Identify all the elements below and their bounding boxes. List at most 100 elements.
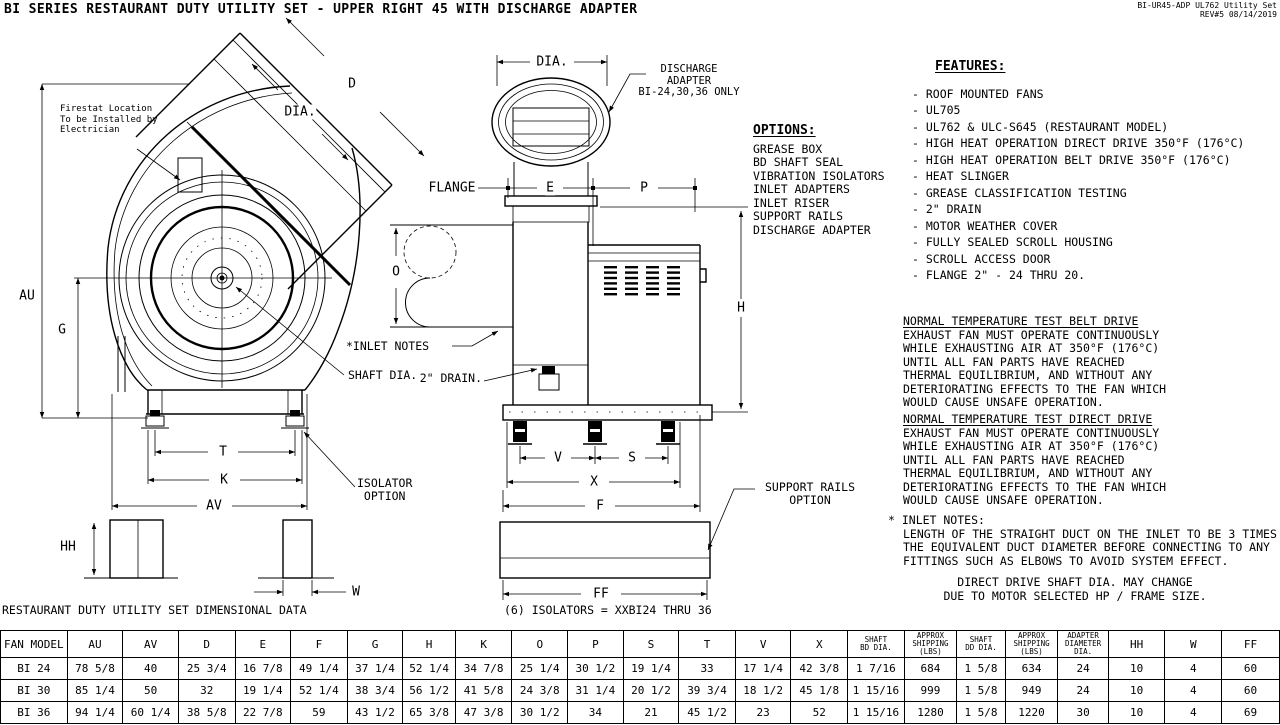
dimension-cell: 60: [1221, 657, 1280, 680]
option-item: SUPPORT RAILS: [753, 209, 844, 224]
dim-label-v: V: [553, 450, 563, 466]
left-view-caption: RESTAURANT DUTY UTILITY SET DIMENSIONAL …: [2, 603, 307, 617]
features-section: FEATURES: ROOF MOUNTED FANS UL705 UL762 …: [912, 59, 1245, 284]
column-header: W: [1164, 630, 1223, 658]
dimension-cell: 60 1/4: [122, 701, 179, 724]
dim-label-av: AV: [205, 498, 223, 514]
dim-label-g: G: [57, 322, 67, 338]
options-section: OPTIONS: GREASE BOX BD SHAFT SEAL VIBRAT…: [753, 124, 885, 238]
dimension-cell: 30: [1057, 701, 1109, 724]
dimension-cell: 49 1/4: [290, 657, 348, 680]
options-list: GREASE BOX BD SHAFT SEAL VIBRATION ISOLA…: [753, 142, 885, 238]
dimension-cell: 22 7/8: [234, 701, 292, 724]
dimension-cell: 30 1/2: [567, 657, 624, 680]
column-header: S: [622, 630, 680, 658]
dim-label-f: F: [595, 498, 605, 514]
dimension-cell: 1 7/16: [847, 657, 905, 680]
dimension-cell: 50: [122, 679, 179, 702]
column-header: T: [678, 630, 736, 658]
option-item: DISCHARGE ADAPTER: [753, 223, 871, 238]
belt-drive-test-body: EXHAUST FAN MUST OPERATE CONTINUOUSLY WH…: [903, 327, 1167, 409]
dimension-cell: 1 5/8: [956, 701, 1006, 724]
dimension-cell: 24 3/8: [511, 679, 569, 702]
dimension-cell: 16 7/8: [234, 657, 292, 680]
column-header: D: [177, 630, 236, 658]
feature-item: HIGH HEAT OPERATION DIRECT DRIVE 350°F (…: [912, 135, 1245, 152]
feature-item: 2" DRAIN: [912, 201, 1244, 218]
shaft-dia-label: SHAFT DIA.: [348, 368, 418, 382]
dim-label-au: AU: [18, 288, 36, 304]
feature-item: UL762 & ULC-S645 (RESTAURANT MODEL): [912, 119, 1244, 136]
dimension-cell: 20 1/2: [622, 679, 680, 702]
column-header: X: [790, 630, 849, 658]
dimension-cell: 10: [1107, 679, 1166, 702]
dimension-cell: 38 5/8: [177, 701, 236, 724]
dimension-cell: 34 7/8: [454, 657, 513, 680]
isolators-note: (6) ISOLATORS = XXBI24 THRU 36: [504, 603, 712, 617]
discharge-adapter-label: DISCHARGE ADAPTER BI-24,30,36 ONLY: [638, 63, 740, 98]
dimension-cell: 19 1/4: [622, 657, 680, 680]
dimension-cell: 1220: [1004, 701, 1059, 724]
column-header: FAN MODEL: [0, 630, 68, 658]
fan-model-cell: BI 30: [0, 679, 68, 702]
dimension-cell: 59: [290, 701, 348, 724]
dim-label-d: D: [347, 76, 357, 92]
direct-drive-test-body: EXHAUST FAN MUST OPERATE CONTINUOUSLY WH…: [903, 425, 1167, 507]
dimension-cell: 23: [734, 701, 792, 724]
fan-model-cell: BI 24: [0, 657, 68, 680]
dimension-cell: 47 3/8: [454, 701, 513, 724]
column-header: H: [402, 630, 456, 658]
dim-label-h: H: [736, 300, 746, 316]
dim-label-hh: HH: [59, 539, 77, 555]
dimension-cell: 10: [1107, 657, 1166, 680]
dimension-cell: 31 1/4: [567, 679, 624, 702]
dimension-cell: 78 5/8: [66, 657, 124, 680]
dimension-cell: 60: [1221, 679, 1280, 702]
dimension-cell: 24: [1057, 657, 1109, 680]
option-item: BD SHAFT SEAL: [753, 155, 844, 170]
dimension-cell: 56 1/2: [402, 679, 456, 702]
option-item: INLET RISER: [753, 195, 830, 210]
belt-drive-test-note: NORMAL TEMPERATURE TEST BELT DRIVE EXHAU…: [903, 314, 1167, 410]
dimension-cell: 4: [1164, 657, 1223, 680]
dimension-cell: 10: [1107, 701, 1166, 724]
inlet-notes-ref: *INLET NOTES: [346, 339, 430, 353]
dim-label-t: T: [218, 444, 228, 460]
dimension-cell: 32: [177, 679, 236, 702]
isolator-option-label: ISOLATOR OPTION: [357, 476, 413, 503]
dimension-cell: 1 5/8: [956, 679, 1006, 702]
feature-item: HEAT SLINGER: [912, 168, 1244, 185]
dimension-cell: 17 1/4: [734, 657, 792, 680]
direct-drive-test-note: NORMAL TEMPERATURE TEST DIRECT DRIVE EXH…: [903, 412, 1167, 508]
column-header: SHAFT BD DIA.: [847, 630, 905, 658]
dimension-cell: 4: [1164, 701, 1223, 724]
side-view-fan: [39, 17, 425, 596]
dimension-cell: 19 1/4: [234, 679, 292, 702]
dimension-cell: 52 1/4: [290, 679, 348, 702]
column-header: AV: [122, 630, 179, 658]
dimension-cell: 1 15/16: [847, 701, 905, 724]
dimension-cell: 85 1/4: [66, 679, 124, 702]
dimension-cell: 42 3/8: [790, 657, 849, 680]
dimension-cell: 40: [122, 657, 179, 680]
dimension-cell: 25 1/4: [511, 657, 569, 680]
features-heading: FEATURES:: [935, 59, 1006, 74]
column-header: APPROX SHIPPING (LBS): [1004, 630, 1059, 658]
dimension-cell: 949: [1004, 679, 1059, 702]
belt-drive-test-heading: NORMAL TEMPERATURE TEST BELT DRIVE: [903, 314, 1139, 328]
dimension-cell: 52 1/4: [402, 657, 456, 680]
inlet-notes-body: LENGTH OF THE STRAIGHT DUCT ON THE INLET…: [903, 526, 1277, 568]
dimension-cell: 38 3/4: [346, 679, 404, 702]
dimension-cell: 30 1/2: [511, 701, 569, 724]
dim-label-k: K: [219, 472, 229, 488]
dimension-cell: 1 5/8: [956, 657, 1006, 680]
dimension-cell: 34: [567, 701, 624, 724]
column-header: F: [290, 630, 348, 658]
dimension-cell: 999: [903, 679, 958, 702]
flange-label: FLANGE: [427, 180, 477, 196]
